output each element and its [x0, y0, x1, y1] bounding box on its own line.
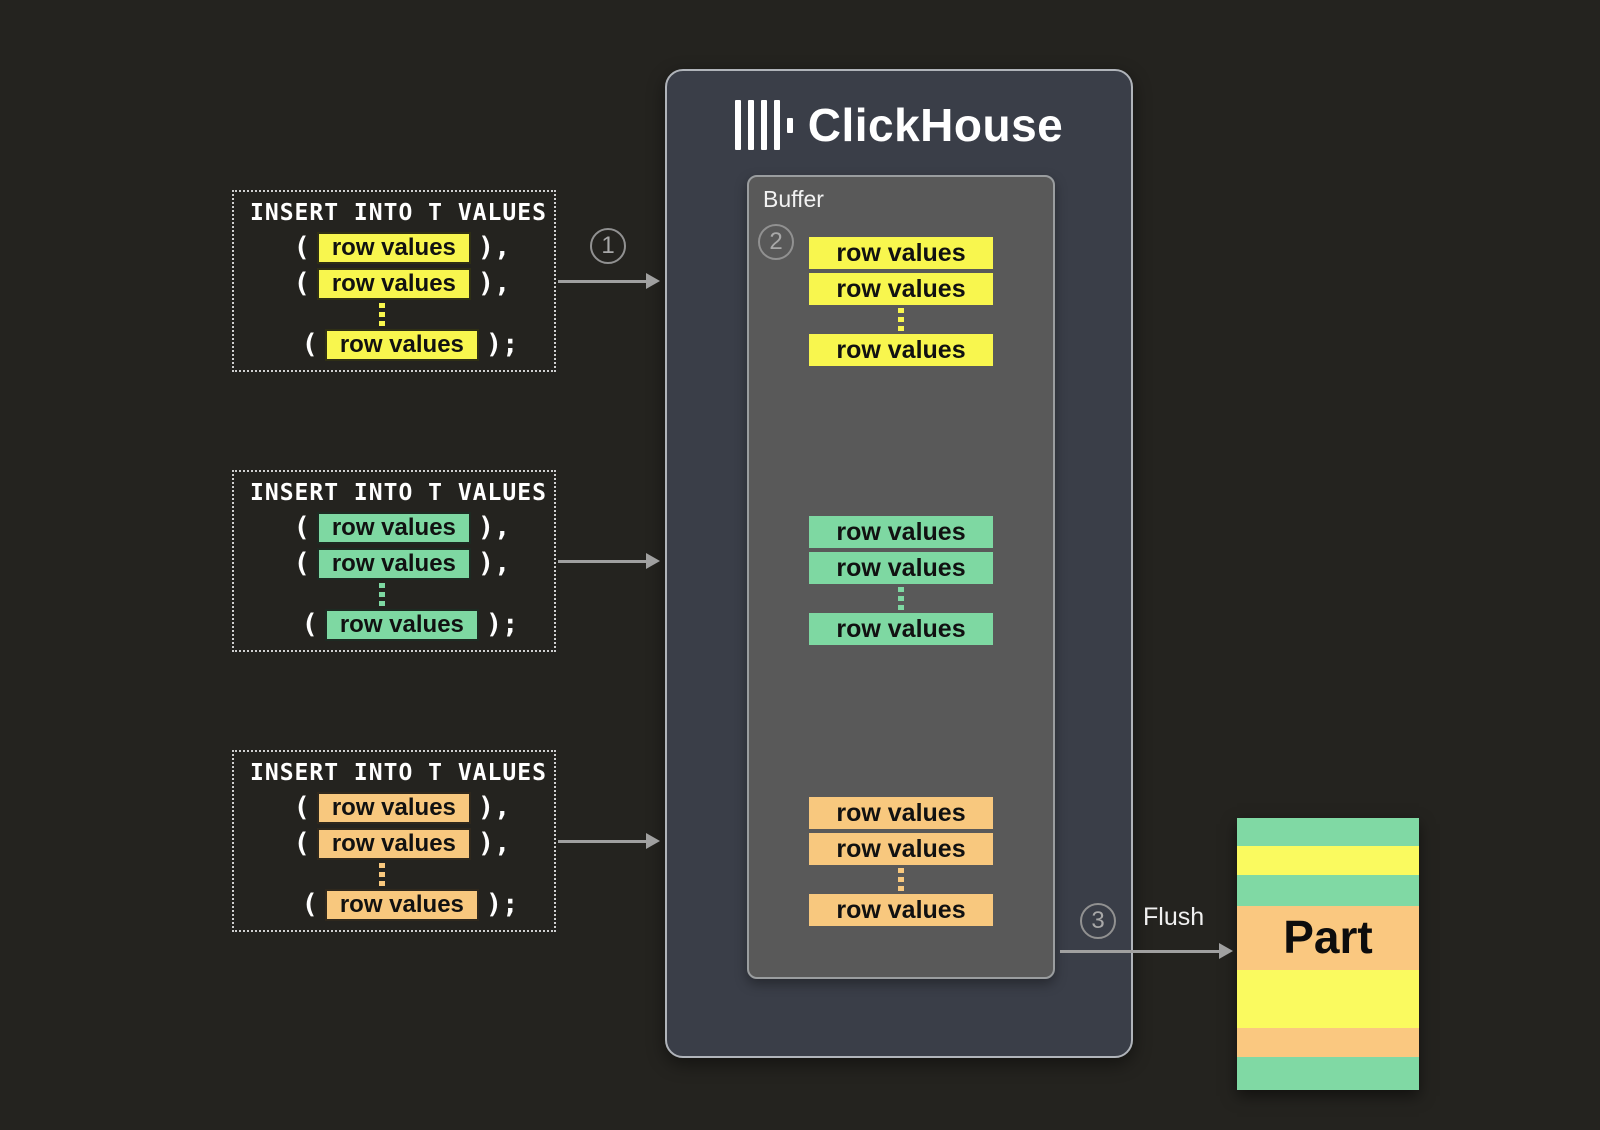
buffer-row: row values [809, 516, 993, 548]
part-stripe [1237, 970, 1419, 1028]
flush-arrow [1060, 943, 1234, 960]
close-paren: ), [477, 232, 511, 263]
arrow-line [1060, 950, 1219, 953]
open-paren: ( [301, 889, 318, 920]
row-values-chip: row values [316, 828, 471, 860]
close-paren: ), [477, 792, 511, 823]
code-row: (row values); [301, 889, 519, 921]
close-paren: ); [485, 609, 519, 640]
part-block: Part [1237, 818, 1419, 1090]
code-row: (row values), [293, 268, 511, 300]
step-number: 3 [1091, 907, 1105, 934]
code-row: (row values); [301, 609, 519, 641]
buffer-row: row values [809, 334, 993, 366]
part-stripe [1237, 818, 1419, 846]
open-paren: ( [293, 792, 310, 823]
buffer-row: row values [809, 273, 993, 305]
close-paren: ); [485, 329, 519, 360]
buffer-group-orange: row values row values row values [749, 795, 1053, 928]
row-values-chip: row values [324, 889, 479, 921]
clickhouse-title: ClickHouse [807, 99, 1064, 151]
open-paren: ( [293, 548, 310, 579]
close-paren: ), [477, 268, 511, 299]
code-row: (row values), [293, 512, 511, 544]
row-values-chip: row values [316, 792, 471, 824]
clickhouse-header: ClickHouse [667, 98, 1131, 152]
arrow-line [558, 280, 646, 283]
arrow-head-icon [646, 273, 660, 289]
insert-title: INSERT INTO T VALUES [250, 200, 547, 226]
row-values-chip: row values [324, 329, 479, 361]
buffer-row: row values [809, 833, 993, 865]
arrow-head-icon [646, 553, 660, 569]
buffer-row: row values [809, 894, 993, 926]
code-row: (row values); [301, 329, 519, 361]
ellipsis-dots-icon [379, 303, 385, 326]
arrow-line [558, 840, 646, 843]
insert-title: INSERT INTO T VALUES [250, 480, 547, 506]
ellipsis-dots-icon [379, 583, 385, 606]
buffer-row: row values [809, 797, 993, 829]
insert-arrow-3 [558, 833, 660, 850]
part-stripe [1237, 875, 1419, 906]
close-paren: ), [477, 828, 511, 859]
part-stripe [1237, 846, 1419, 875]
insert-rows: (row values), (row values), (row values)… [250, 790, 554, 923]
step-marker-3: 3 [1080, 903, 1116, 939]
insert-rows: (row values), (row values), (row values)… [250, 510, 554, 643]
part-label: Part [1283, 911, 1373, 963]
ellipsis-dots-icon [898, 587, 904, 610]
clickhouse-server-box: ClickHouse Buffer row values row values … [665, 69, 1133, 1058]
insert-statement-3: INSERT INTO T VALUES (row values), (row … [232, 750, 556, 932]
code-row: (row values), [293, 828, 511, 860]
code-row: (row values), [293, 792, 511, 824]
open-paren: ( [301, 329, 318, 360]
arrow-head-icon [646, 833, 660, 849]
buffer-group-green: row values row values row values [749, 514, 1053, 647]
close-paren: ), [477, 512, 511, 543]
row-values-chip: row values [316, 548, 471, 580]
part-stripe [1237, 1057, 1419, 1090]
open-paren: ( [293, 828, 310, 859]
insert-arrow-2 [558, 553, 660, 570]
buffer-label: Buffer [763, 186, 824, 212]
row-values-chip: row values [324, 609, 479, 641]
step-marker-2: 2 [758, 224, 794, 260]
insert-statement-1: INSERT INTO T VALUES (row values), (row … [232, 190, 556, 372]
code-row: (row values), [293, 232, 511, 264]
buffer-panel: Buffer row values row values row values … [747, 175, 1055, 979]
buffer-group-yellow: row values row values row values [749, 235, 1053, 368]
clickhouse-logo-icon [734, 100, 793, 150]
open-paren: ( [301, 609, 318, 640]
arrow-line [558, 560, 646, 563]
buffer-row: row values [809, 237, 993, 269]
buffer-row: row values [809, 613, 993, 645]
step-number: 1 [601, 232, 615, 259]
flush-label: Flush [1143, 903, 1205, 931]
open-paren: ( [293, 268, 310, 299]
open-paren: ( [293, 232, 310, 263]
ellipsis-dots-icon [379, 863, 385, 886]
row-values-chip: row values [316, 512, 471, 544]
step-number: 2 [769, 228, 783, 255]
part-stripe [1237, 906, 1419, 970]
row-values-chip: row values [316, 232, 471, 264]
open-paren: ( [293, 512, 310, 543]
row-values-chip: row values [316, 268, 471, 300]
step-marker-1: 1 [590, 228, 626, 264]
buffer-row: row values [809, 552, 993, 584]
insert-title: INSERT INTO T VALUES [250, 760, 547, 786]
insert-rows: (row values), (row values), (row values)… [250, 230, 554, 363]
arrow-head-icon [1219, 943, 1233, 959]
part-stripe [1237, 1028, 1419, 1057]
close-paren: ); [485, 889, 519, 920]
ellipsis-dots-icon [898, 308, 904, 331]
insert-statement-2: INSERT INTO T VALUES (row values), (row … [232, 470, 556, 652]
insert-arrow-1 [558, 273, 660, 290]
ellipsis-dots-icon [898, 868, 904, 891]
code-row: (row values), [293, 548, 511, 580]
close-paren: ), [477, 548, 511, 579]
